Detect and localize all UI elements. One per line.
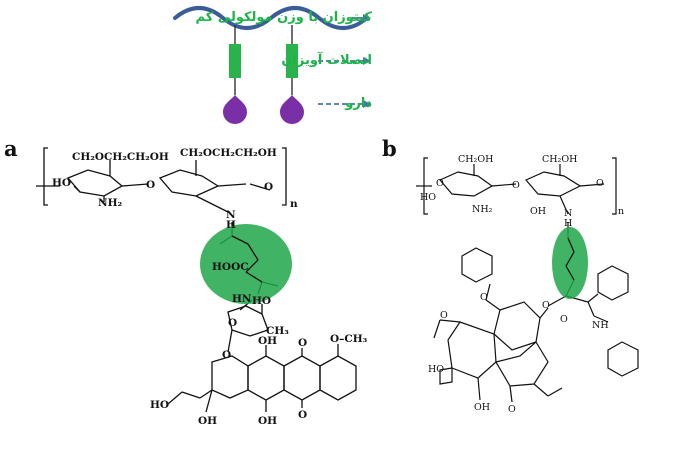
label-b-ho-bottom: HO: [428, 364, 444, 375]
label-a-acid: HOOC: [212, 261, 249, 273]
bracket-right-a: [282, 147, 287, 206]
arrow-linker: [318, 57, 371, 65]
label-b-nh2: NH₂: [472, 204, 493, 215]
bracket-left-a: [43, 147, 48, 206]
label-b-o2: O: [596, 178, 604, 189]
sugar-ring-a2: [158, 169, 220, 197]
sugar-ring-a1: [66, 169, 124, 197]
label-a-ch3: CH₃: [266, 325, 289, 337]
label-b-o-ketone: O: [508, 404, 516, 415]
label-a-och3: O–CH₃: [330, 333, 368, 345]
label-a-o-q1: O: [298, 337, 307, 349]
taxane-ring-b: [447, 321, 497, 379]
phenyl-ring-right: [597, 265, 629, 301]
label-a-o-q2: O: [298, 409, 307, 421]
label-a-oh2: OH: [258, 415, 277, 427]
panel-a-letter: a: [4, 136, 18, 161]
label-b-ho: HO: [420, 192, 436, 203]
benzoyl-ring-top: [461, 247, 493, 283]
panel-b-structure: [416, 157, 639, 403]
label-b-o3: O: [436, 178, 444, 189]
label-a-hoch2: HO: [150, 399, 169, 411]
panel-a-structure: [36, 147, 357, 413]
label-b-o-ester: O: [542, 300, 550, 311]
label-b-oh-bottom: OH: [474, 402, 490, 413]
bracket-right-b: [612, 157, 617, 215]
label-a-oh1: OH: [258, 335, 277, 347]
sugar-ring-b1: [439, 171, 494, 197]
label-a-o-glyc: O: [222, 349, 231, 361]
taxane-ring-c: [495, 341, 549, 387]
label-b-nh-h: H: [564, 218, 572, 229]
label-a-o-end: O: [264, 181, 273, 193]
label-a-side1: CH₂OCH₂CH₂OH: [72, 151, 169, 163]
legend-polymer-label: کیتوزان با وزن مولکولی کم: [195, 10, 372, 25]
label-b-nh-side: NH: [592, 320, 609, 331]
label-a-h: H: [226, 219, 236, 231]
arrow-polymer: [352, 14, 371, 22]
legend-drug-label: دارو: [345, 96, 372, 111]
label-a-o-link: O: [146, 179, 155, 191]
oxetane-ring: [439, 367, 453, 385]
label-b-o-bz: O: [480, 292, 488, 303]
label-b-nh-top: N: [564, 208, 572, 219]
label-a-n: n: [290, 198, 298, 210]
polymer-backbone-wave: [173, 6, 369, 30]
label-a-ho-sugar: HO: [252, 295, 271, 307]
label-a-o-ring: O: [228, 317, 237, 329]
legend-schematic: [173, 6, 371, 124]
label-b-n: n: [618, 206, 624, 217]
label-a-amide-nh: HN: [232, 293, 252, 305]
drug-droplet-right: [280, 95, 304, 124]
ring-a-aglycone: [211, 355, 249, 399]
ring-d-aglycone: [319, 355, 357, 401]
label-b-o1: O: [512, 180, 520, 191]
label-b-ch2oh1: CH₂OH: [458, 154, 493, 165]
label-b-ch2oh2: CH₂OH: [542, 154, 577, 165]
ring-b-aglycone: [247, 355, 285, 401]
panel-a-linker-highlight: [200, 224, 292, 304]
linker-block-left: [229, 44, 241, 78]
label-a-ho1: HO: [52, 177, 71, 189]
panel-b-letter: b: [382, 136, 397, 161]
legend-linker-label: اتصلات آویزان: [281, 53, 372, 68]
label-b-o-ac: O: [440, 310, 448, 321]
benzamide-ring: [607, 341, 639, 377]
panel-b-linker-highlight: [552, 227, 588, 299]
sugar-ring-b2: [525, 171, 582, 197]
label-a-side2: CH₂OCH₂CH₂OH: [180, 147, 277, 159]
label-a-nh: N: [226, 209, 236, 221]
taxane-ring-a: [493, 301, 541, 351]
label-a-oh-c9: OH: [198, 415, 217, 427]
arrow-drug: [318, 100, 371, 108]
linker-block-right: [286, 44, 298, 78]
drug-droplet-left: [223, 95, 247, 124]
label-b-oh: OH: [530, 206, 546, 217]
label-b-o-c: O: [560, 314, 568, 325]
ring-c-aglycone: [283, 355, 321, 401]
label-a-nh2: NH₂: [98, 197, 123, 209]
